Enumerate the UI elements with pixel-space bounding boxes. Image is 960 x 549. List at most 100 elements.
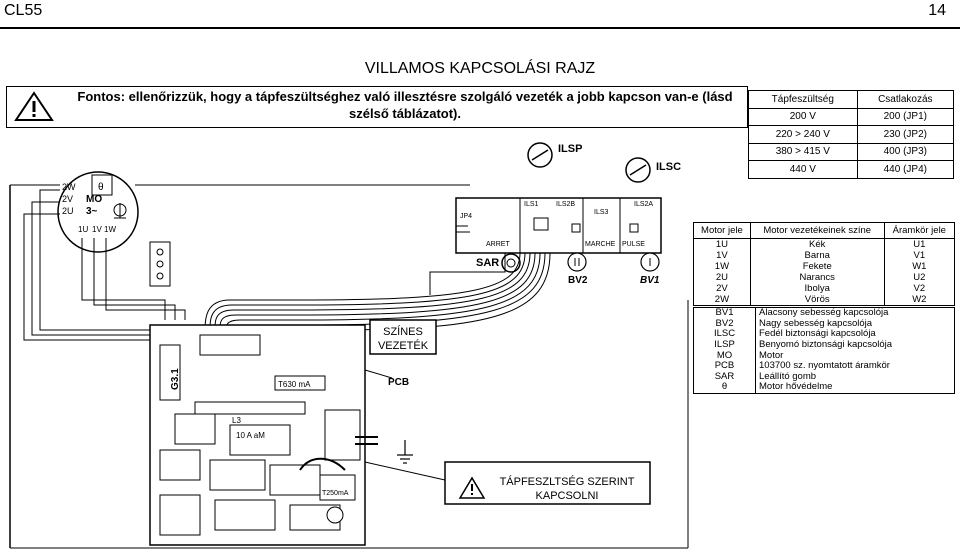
bv2-label: BV2 xyxy=(568,275,588,286)
pcb-g31-label: G3.1 xyxy=(170,368,181,390)
ilsp-label: ILSP xyxy=(558,143,582,155)
motor-label: MO xyxy=(86,194,102,205)
doc-code: CL55 xyxy=(4,2,43,19)
arret-label: ARRET xyxy=(486,241,510,248)
table-cell: 440 V xyxy=(748,160,858,178)
table-cell: Narancs xyxy=(799,272,835,283)
ilsc-label: ILSC xyxy=(656,161,681,173)
fuse-250-label: T250mA xyxy=(322,490,349,497)
ils3-label: ILS3 xyxy=(594,209,609,216)
motor-header-circuit: Áramkör jele xyxy=(883,222,955,239)
table-cell: 400 (JP3) xyxy=(857,143,954,161)
wire-label-1u: 1U xyxy=(78,225,88,234)
table-cell: Leállító gomb xyxy=(759,370,817,382)
table-cell: W1 xyxy=(883,261,955,272)
table-cell: Motor hővédelme xyxy=(759,381,833,393)
switch-board xyxy=(455,197,662,254)
ils1-label: ILS1 xyxy=(524,201,539,208)
terminal-block xyxy=(149,241,171,287)
table-cell: Alacsony sebesség kapcsolója xyxy=(759,307,889,319)
motor-header-mark: Motor jele xyxy=(693,222,751,239)
table-cell: BV2 xyxy=(693,319,756,330)
bv1-button xyxy=(640,252,660,272)
wire-label-2u: 2U xyxy=(62,206,74,216)
motor-header-color: Motor vezetékeinek színe xyxy=(750,222,885,239)
pcb-board xyxy=(149,324,366,546)
pulse-label: PULSE xyxy=(622,241,645,248)
table-cell: U2 xyxy=(883,272,955,283)
header-rule xyxy=(0,27,960,29)
motor-thermal-label: θ xyxy=(98,182,104,193)
table-cell: Vörös xyxy=(804,294,830,305)
table-cell: MO xyxy=(693,350,756,361)
table-cell: Benyomó biztonsági kapcsolója xyxy=(759,339,893,351)
table-cell: ILSC xyxy=(693,329,756,340)
page-number: 14 xyxy=(928,2,946,19)
wire-label-1v: 1V xyxy=(92,225,102,234)
table-cell: Nagy sebesség kapcsolója xyxy=(759,317,873,329)
motor-symbol xyxy=(57,171,139,253)
table-cell: V1 xyxy=(883,250,955,261)
voltage-header-supply: Tápfeszültség xyxy=(748,90,858,109)
table-cell: 440 (JP4) xyxy=(883,163,927,175)
warning-icon xyxy=(14,91,54,121)
table-cell: 2W xyxy=(693,294,751,306)
ils2a-label: ILS2A xyxy=(634,201,653,208)
wire-label-2v: 2V xyxy=(62,194,73,204)
marche-label: MARCHE xyxy=(585,241,616,248)
table-cell: W2 xyxy=(883,294,955,306)
table-cell: Barna xyxy=(804,250,830,261)
table-cell: 200 (JP1) xyxy=(857,108,954,126)
ilsc-switch xyxy=(625,157,651,183)
table-cell: 1U xyxy=(693,238,751,250)
table-cell: 380 > 415 V xyxy=(748,143,858,161)
table-cell: U1 xyxy=(883,238,955,250)
bv1-label: BV1 xyxy=(640,275,660,286)
warning-box xyxy=(6,86,748,128)
table-cell: Fedél biztonsági kapcsolója xyxy=(759,328,876,340)
table-cell: 220 > 240 V xyxy=(748,125,858,144)
voltage-header-connection: Csatlakozás xyxy=(857,90,954,109)
table-cell: ILSP xyxy=(693,340,756,351)
wire-label-2w: 2W xyxy=(62,182,76,192)
table-cell: PCB xyxy=(693,361,756,372)
table-cell: 230 (JP2) xyxy=(857,125,954,144)
warning-text: Fontos: ellenőrizzük, hogy a tápfeszülts… xyxy=(77,89,733,121)
page-title: VILLAMOS KAPCSOLÁSI RAJZ xyxy=(364,60,596,77)
fuse-main-label: T630 mA xyxy=(278,380,311,389)
table-cell: 2U xyxy=(693,272,751,283)
jumper-label: JP4 xyxy=(460,213,472,220)
table-cell: 103700 sz. nyomtatott áramkör xyxy=(759,360,890,372)
table-cell: Ibolya xyxy=(804,283,830,294)
table-cell: V2 xyxy=(883,283,955,294)
motor-phase-label: 3~ xyxy=(86,206,98,217)
sar-label: SAR xyxy=(476,257,499,269)
voltage-callout xyxy=(444,461,651,505)
table-cell: BV1 xyxy=(693,307,756,319)
table-cell: 1V xyxy=(693,250,751,261)
table-cell: 200 V xyxy=(748,108,858,126)
motor-wire-table: Motor jele Motor vezetékeinek színe Áram… xyxy=(693,222,955,306)
table-cell: Motor xyxy=(759,349,784,361)
table-cell: Fekete xyxy=(802,261,832,272)
table-cell: 2V xyxy=(693,283,751,294)
ground-icon xyxy=(397,440,413,464)
ilsp-switch xyxy=(527,142,553,168)
table-cell: θ xyxy=(693,382,756,394)
table-cell: SAR xyxy=(693,372,756,383)
table-cell: 1W xyxy=(693,261,751,272)
l3-label: L3 xyxy=(232,416,241,425)
bv2-button xyxy=(567,252,587,272)
pcb-label: PCB xyxy=(388,377,409,388)
page-header: CL55 14 xyxy=(0,0,960,30)
sar-button xyxy=(501,253,521,273)
wire-label-1w: 1W xyxy=(104,225,116,234)
table-cell: Kék xyxy=(809,239,826,250)
fuse-10a-label: 10 A aM xyxy=(236,431,265,440)
ils2b-label: ILS2B xyxy=(556,201,575,208)
ribbon-cable xyxy=(204,252,551,331)
